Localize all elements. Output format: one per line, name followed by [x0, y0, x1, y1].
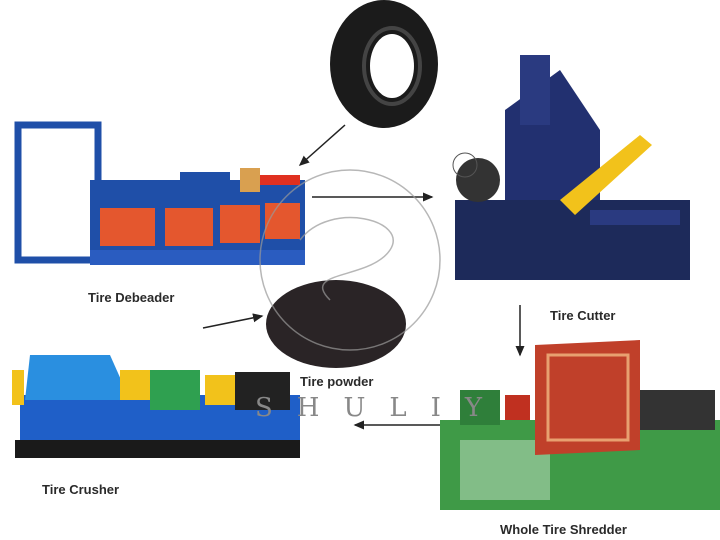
tire-powder-image — [266, 280, 406, 368]
tire-debeader-image — [14, 121, 305, 265]
arrow-tire-to-debeader — [298, 124, 346, 166]
label-whole-tire-shredder: Whole Tire Shredder — [500, 522, 627, 537]
label-tire-debeader: Tire Debeader — [88, 290, 175, 305]
label-tire-crusher: Tire Crusher — [42, 482, 120, 497]
whole-tire-shredder-image — [440, 340, 720, 510]
shuliy-logo-watermark — [259, 169, 441, 351]
tire-image — [330, 0, 438, 128]
tire-crusher-image — [12, 355, 300, 458]
label-tire-cutter: Tire Cutter — [550, 308, 616, 323]
label-tire-powder: Tire powder — [300, 374, 374, 389]
arrow-crusher-to-powder — [202, 313, 264, 329]
watermark-text: SHULIY — [255, 393, 507, 423]
tire-cutter-image — [452, 55, 690, 280]
